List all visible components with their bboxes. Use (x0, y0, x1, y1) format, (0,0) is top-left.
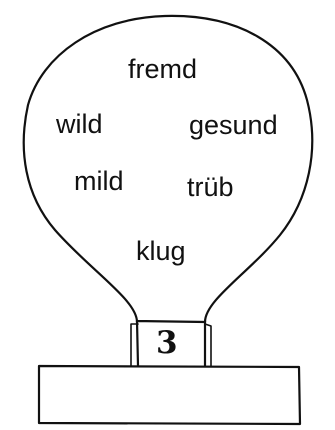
answer-box[interactable] (38, 366, 300, 424)
word-mild: mild (74, 166, 124, 196)
balloon-outline (22, 14, 314, 324)
neck-band (130, 323, 212, 367)
word-klug: klug (136, 236, 186, 266)
basket-neck (135, 319, 207, 368)
balloon-number: 3 (156, 325, 178, 361)
word-wild: wild (56, 109, 103, 139)
word-gesund: gesund (189, 110, 278, 140)
word-trueb: trüb (187, 172, 234, 202)
word-fremd: fremd (128, 54, 198, 84)
basket-box (37, 364, 302, 426)
